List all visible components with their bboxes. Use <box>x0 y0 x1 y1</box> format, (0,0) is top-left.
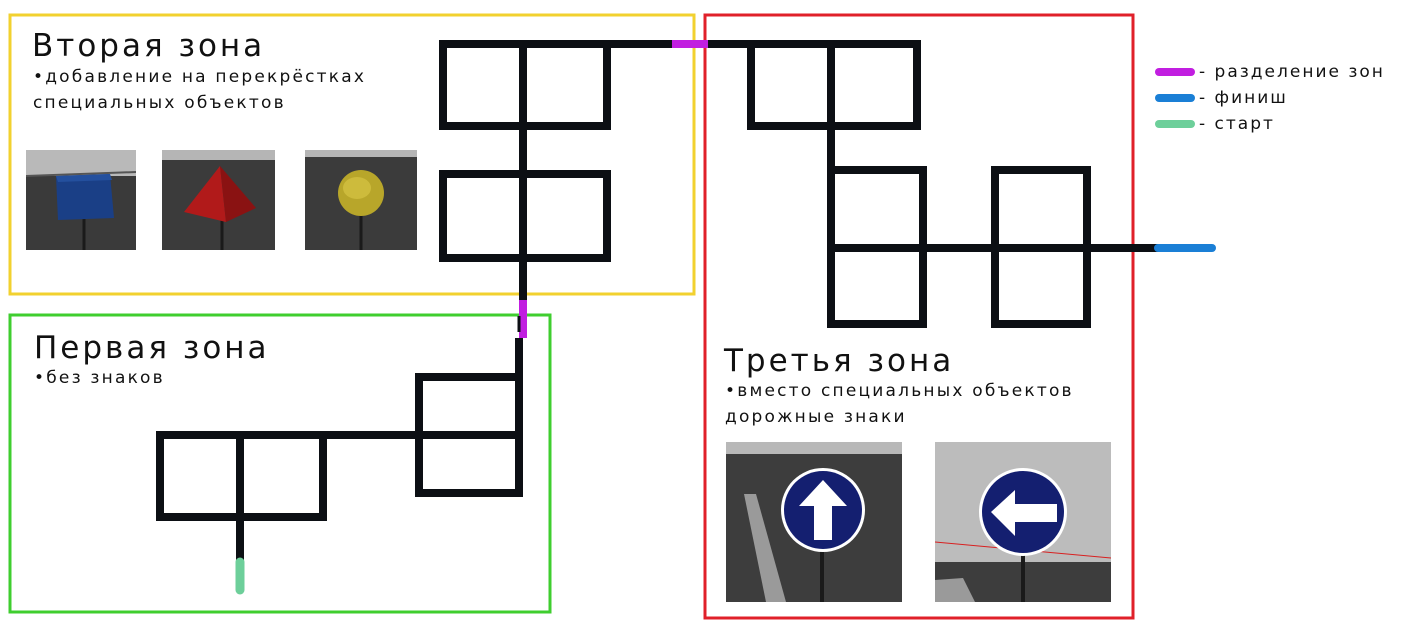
track-cell <box>831 44 917 126</box>
yellow-sphere-icon <box>305 150 417 250</box>
blue-cube-icon <box>26 150 136 250</box>
arrow-up-sign-icon <box>726 442 902 602</box>
legend-item-finish: - финиш <box>1155 86 1400 110</box>
legend-swatch <box>1155 68 1195 76</box>
red-pyramid-icon <box>162 150 275 250</box>
legend-label: - финиш <box>1199 86 1288 110</box>
second-zone-title: Вторая зона <box>32 31 265 62</box>
first-zone-title: Первая зона <box>34 333 270 364</box>
third-zone-title: Третья зона <box>724 346 954 377</box>
legend-item-boundary: - разделение зон <box>1155 60 1400 84</box>
track-cell <box>443 174 523 258</box>
third-zone-note-line-1: •вместо специальных объектов <box>725 378 1074 404</box>
second-zone-note-line-1: •добавление на перекрёстках <box>33 64 366 90</box>
first-zone-note-line-1: •без знаков <box>34 365 165 391</box>
track-cell <box>995 248 1087 324</box>
track-cell <box>831 170 923 248</box>
track-cell <box>523 174 607 258</box>
legend-swatch <box>1155 120 1195 128</box>
track-cell <box>995 170 1087 248</box>
track-cell <box>831 248 923 324</box>
third-zone-note-line-2: дорожные знаки <box>725 404 907 430</box>
track-cell <box>523 44 607 126</box>
legend-swatch <box>1155 94 1195 102</box>
second-zone-note-line-2: специальных объектов <box>33 90 286 116</box>
arrow-left-sign-icon <box>935 442 1111 602</box>
legend-item-start: - старт <box>1155 112 1400 136</box>
legend-label: - старт <box>1199 112 1275 136</box>
track-cell <box>443 44 523 126</box>
track-cell <box>160 435 240 517</box>
track-cell <box>751 44 831 126</box>
track-cell <box>240 435 323 517</box>
legend-label: - разделение зон <box>1199 60 1385 84</box>
